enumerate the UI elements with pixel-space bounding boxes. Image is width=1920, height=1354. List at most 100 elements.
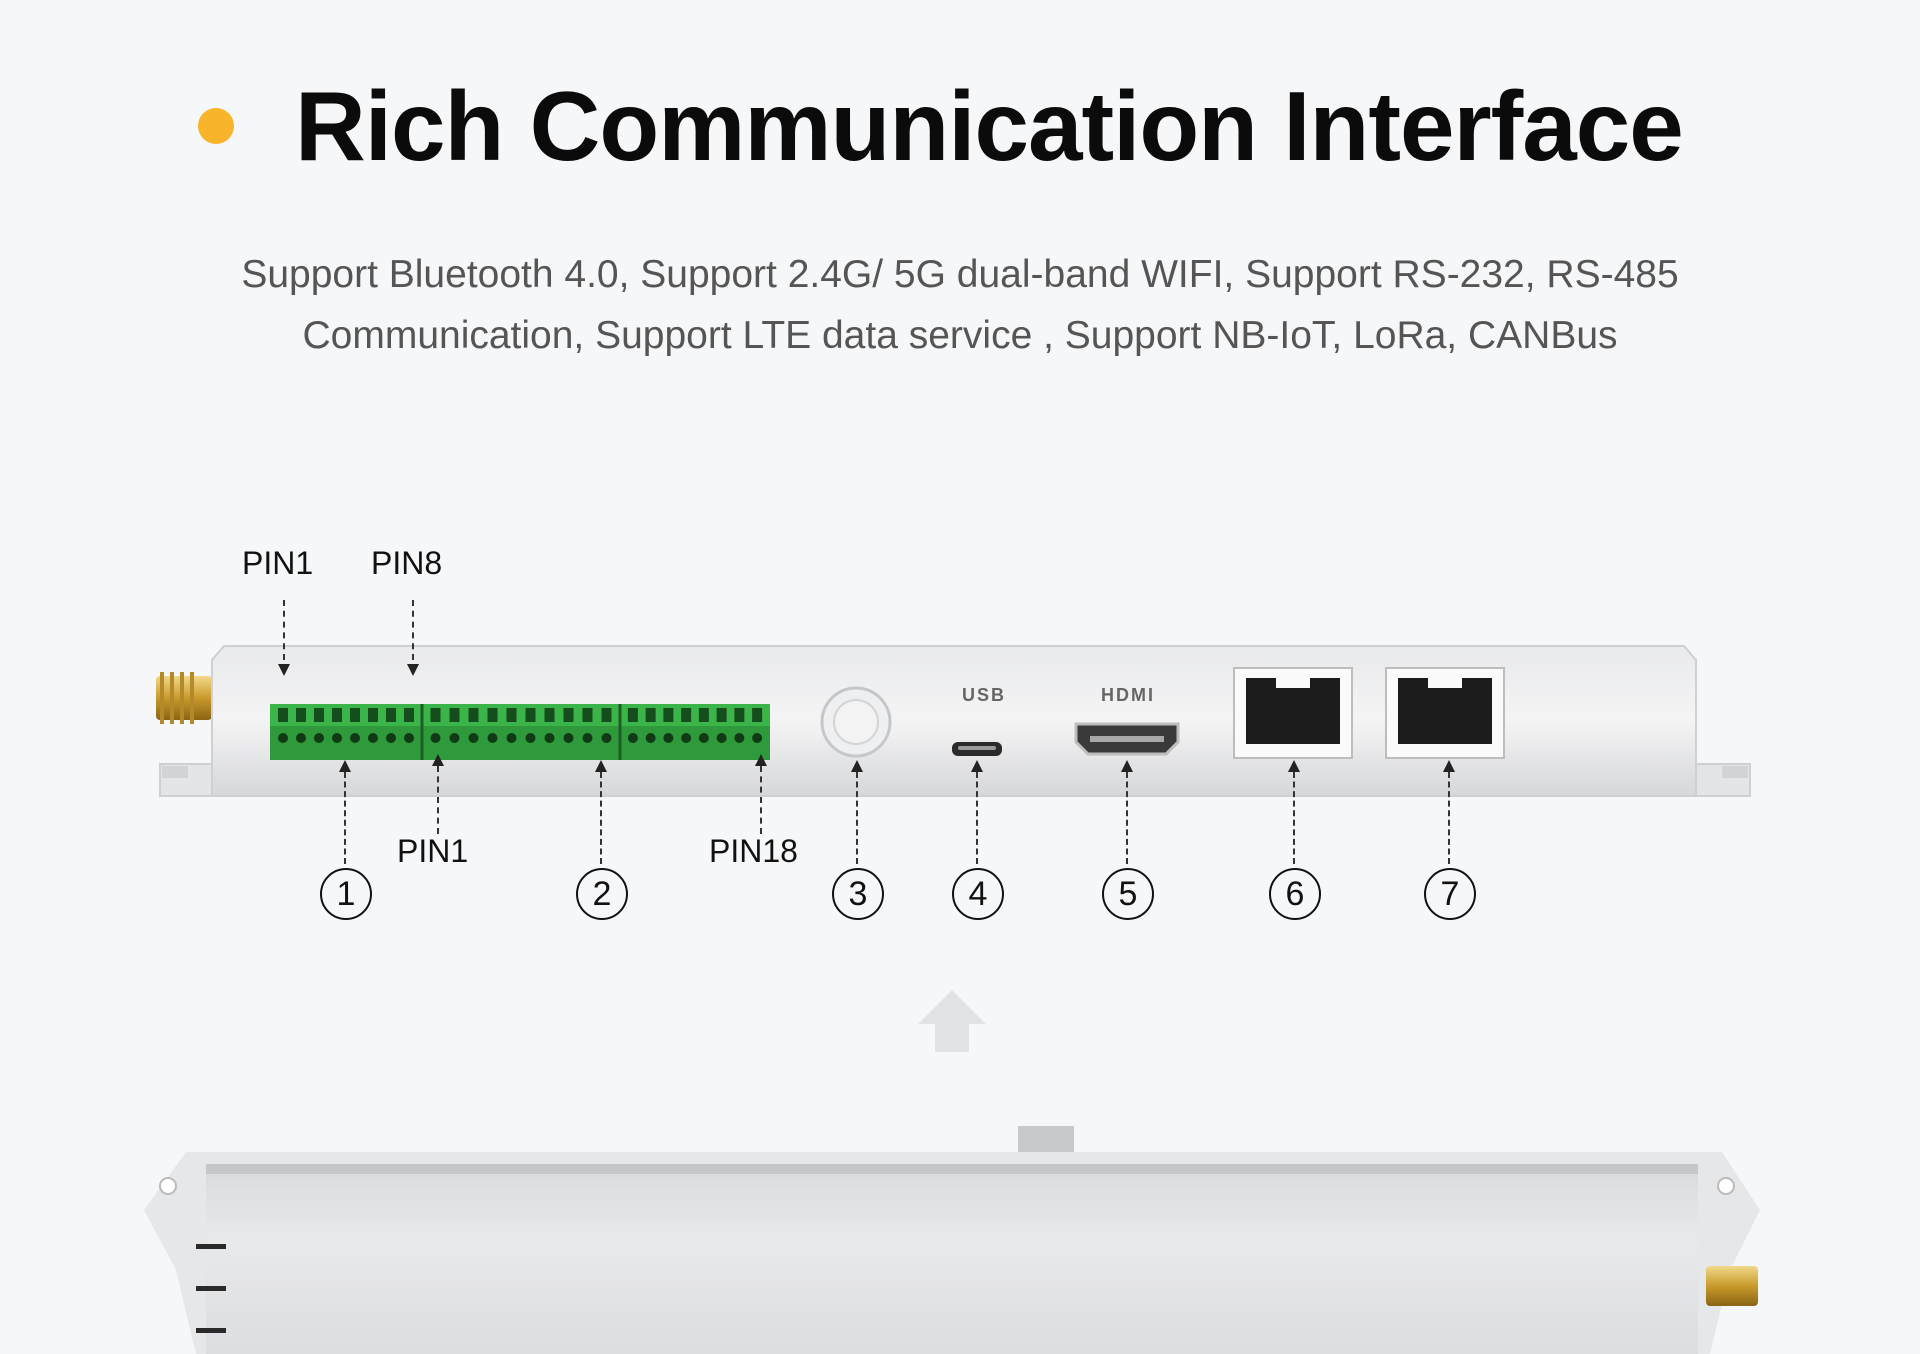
hdmi-label: HDMI — [1101, 685, 1155, 705]
pin-hole — [601, 733, 612, 743]
pin-hole — [681, 733, 692, 743]
pin-screw — [314, 708, 324, 722]
pin-screw — [601, 708, 612, 722]
pin-screw — [487, 708, 498, 722]
arrow-up-icon — [1443, 760, 1455, 772]
pin-screw — [563, 708, 574, 722]
pin-hole — [627, 733, 638, 743]
callout-4: 4 — [952, 868, 1004, 920]
callout-6: 6 — [1269, 868, 1321, 920]
leader-line — [856, 772, 858, 864]
round-connector — [820, 686, 892, 758]
arrow-up-icon — [595, 760, 607, 772]
sma-antenna-icon — [156, 672, 212, 724]
pin-hole — [449, 733, 460, 743]
pin-hole — [278, 733, 288, 743]
pin-hole — [563, 733, 574, 743]
arrow-up-icon — [432, 754, 444, 766]
pin1-top-label: PIN1 — [242, 545, 314, 581]
pin-hole — [582, 733, 593, 743]
pin-hole — [734, 733, 745, 743]
page-title: Rich Communication Interface — [295, 71, 1684, 181]
terminal-pins — [278, 708, 763, 743]
pin-screw — [468, 708, 479, 722]
page-subtitle: Support Bluetooth 4.0, Support 2.4G/ 5G … — [220, 244, 1700, 366]
leader-line — [412, 600, 414, 660]
pin-hole — [430, 733, 441, 743]
pin-screw — [430, 708, 441, 722]
arrow-up-icon — [755, 754, 767, 766]
pin-screw — [506, 708, 517, 722]
pin-hole — [314, 733, 324, 743]
leader-line — [1126, 772, 1128, 864]
pin-hole — [716, 733, 727, 743]
pin-hole — [368, 733, 378, 743]
leader-line — [1448, 772, 1450, 864]
arrow-up-icon — [918, 990, 986, 1052]
callout-2: 2 — [576, 868, 628, 920]
pin-screw — [698, 708, 709, 722]
pin-screw — [752, 708, 763, 722]
usb-port — [952, 742, 1002, 756]
arrow-up-icon — [971, 760, 983, 772]
hdmi-port — [1074, 722, 1180, 756]
subtitle-line-2: Communication, Support LTE data service … — [302, 314, 1618, 357]
leader-line — [283, 600, 285, 660]
arrow-down-icon — [278, 664, 290, 676]
pin-hole — [544, 733, 555, 743]
device-top-view — [144, 1126, 1760, 1354]
pin-hole — [506, 733, 517, 743]
pin-screw — [404, 708, 414, 722]
pin-hole — [698, 733, 709, 743]
pin-hole — [350, 733, 360, 743]
pin1-bottom-label: PIN1 — [397, 833, 469, 869]
pin-screw — [350, 708, 360, 722]
leader-line — [600, 772, 602, 864]
ethernet-port-1 — [1233, 667, 1353, 759]
pin-screw — [296, 708, 306, 722]
leader-line — [760, 766, 762, 834]
arrow-up-icon — [1288, 760, 1300, 772]
callout-3: 3 — [832, 868, 884, 920]
pin-hole — [487, 733, 498, 743]
pin-screw — [278, 708, 288, 722]
pin-screw — [734, 708, 745, 722]
arrow-up-icon — [851, 760, 863, 772]
callout-1: 1 — [320, 868, 372, 920]
arrow-up-icon — [1121, 760, 1133, 772]
pin-screw — [627, 708, 638, 722]
pin-hole — [386, 733, 396, 743]
pin-hole — [332, 733, 342, 743]
pin-screw — [332, 708, 342, 722]
pin-screw — [368, 708, 378, 722]
pin-screw — [386, 708, 396, 722]
usb-label: USB — [962, 685, 1007, 705]
pin-hole — [645, 733, 656, 743]
pin-screw — [582, 708, 593, 722]
pin18-bottom-label: PIN18 — [709, 833, 798, 869]
pin-hole — [468, 733, 479, 743]
pin-screw — [525, 708, 536, 722]
pin-screw — [544, 708, 555, 722]
pin-hole — [404, 733, 414, 743]
pin-screw — [449, 708, 460, 722]
pin-screw — [663, 708, 674, 722]
terminal-block — [270, 704, 770, 760]
leader-line — [976, 772, 978, 864]
pin-hole — [752, 733, 763, 743]
pin-screw — [716, 708, 727, 722]
ethernet-port-2 — [1385, 667, 1505, 759]
pin-screw — [645, 708, 656, 722]
pin-hole — [663, 733, 674, 743]
leader-line — [437, 766, 439, 834]
bullet-dot — [198, 108, 234, 144]
subtitle-line-1: Support Bluetooth 4.0, Support 2.4G/ 5G … — [241, 253, 1679, 296]
callout-7: 7 — [1424, 868, 1476, 920]
pin8-top-label: PIN8 — [371, 545, 443, 581]
pin-hole — [525, 733, 536, 743]
arrow-down-icon — [407, 664, 419, 676]
pin-screw — [681, 708, 692, 722]
leader-line — [344, 772, 346, 864]
leader-line — [1293, 772, 1295, 864]
